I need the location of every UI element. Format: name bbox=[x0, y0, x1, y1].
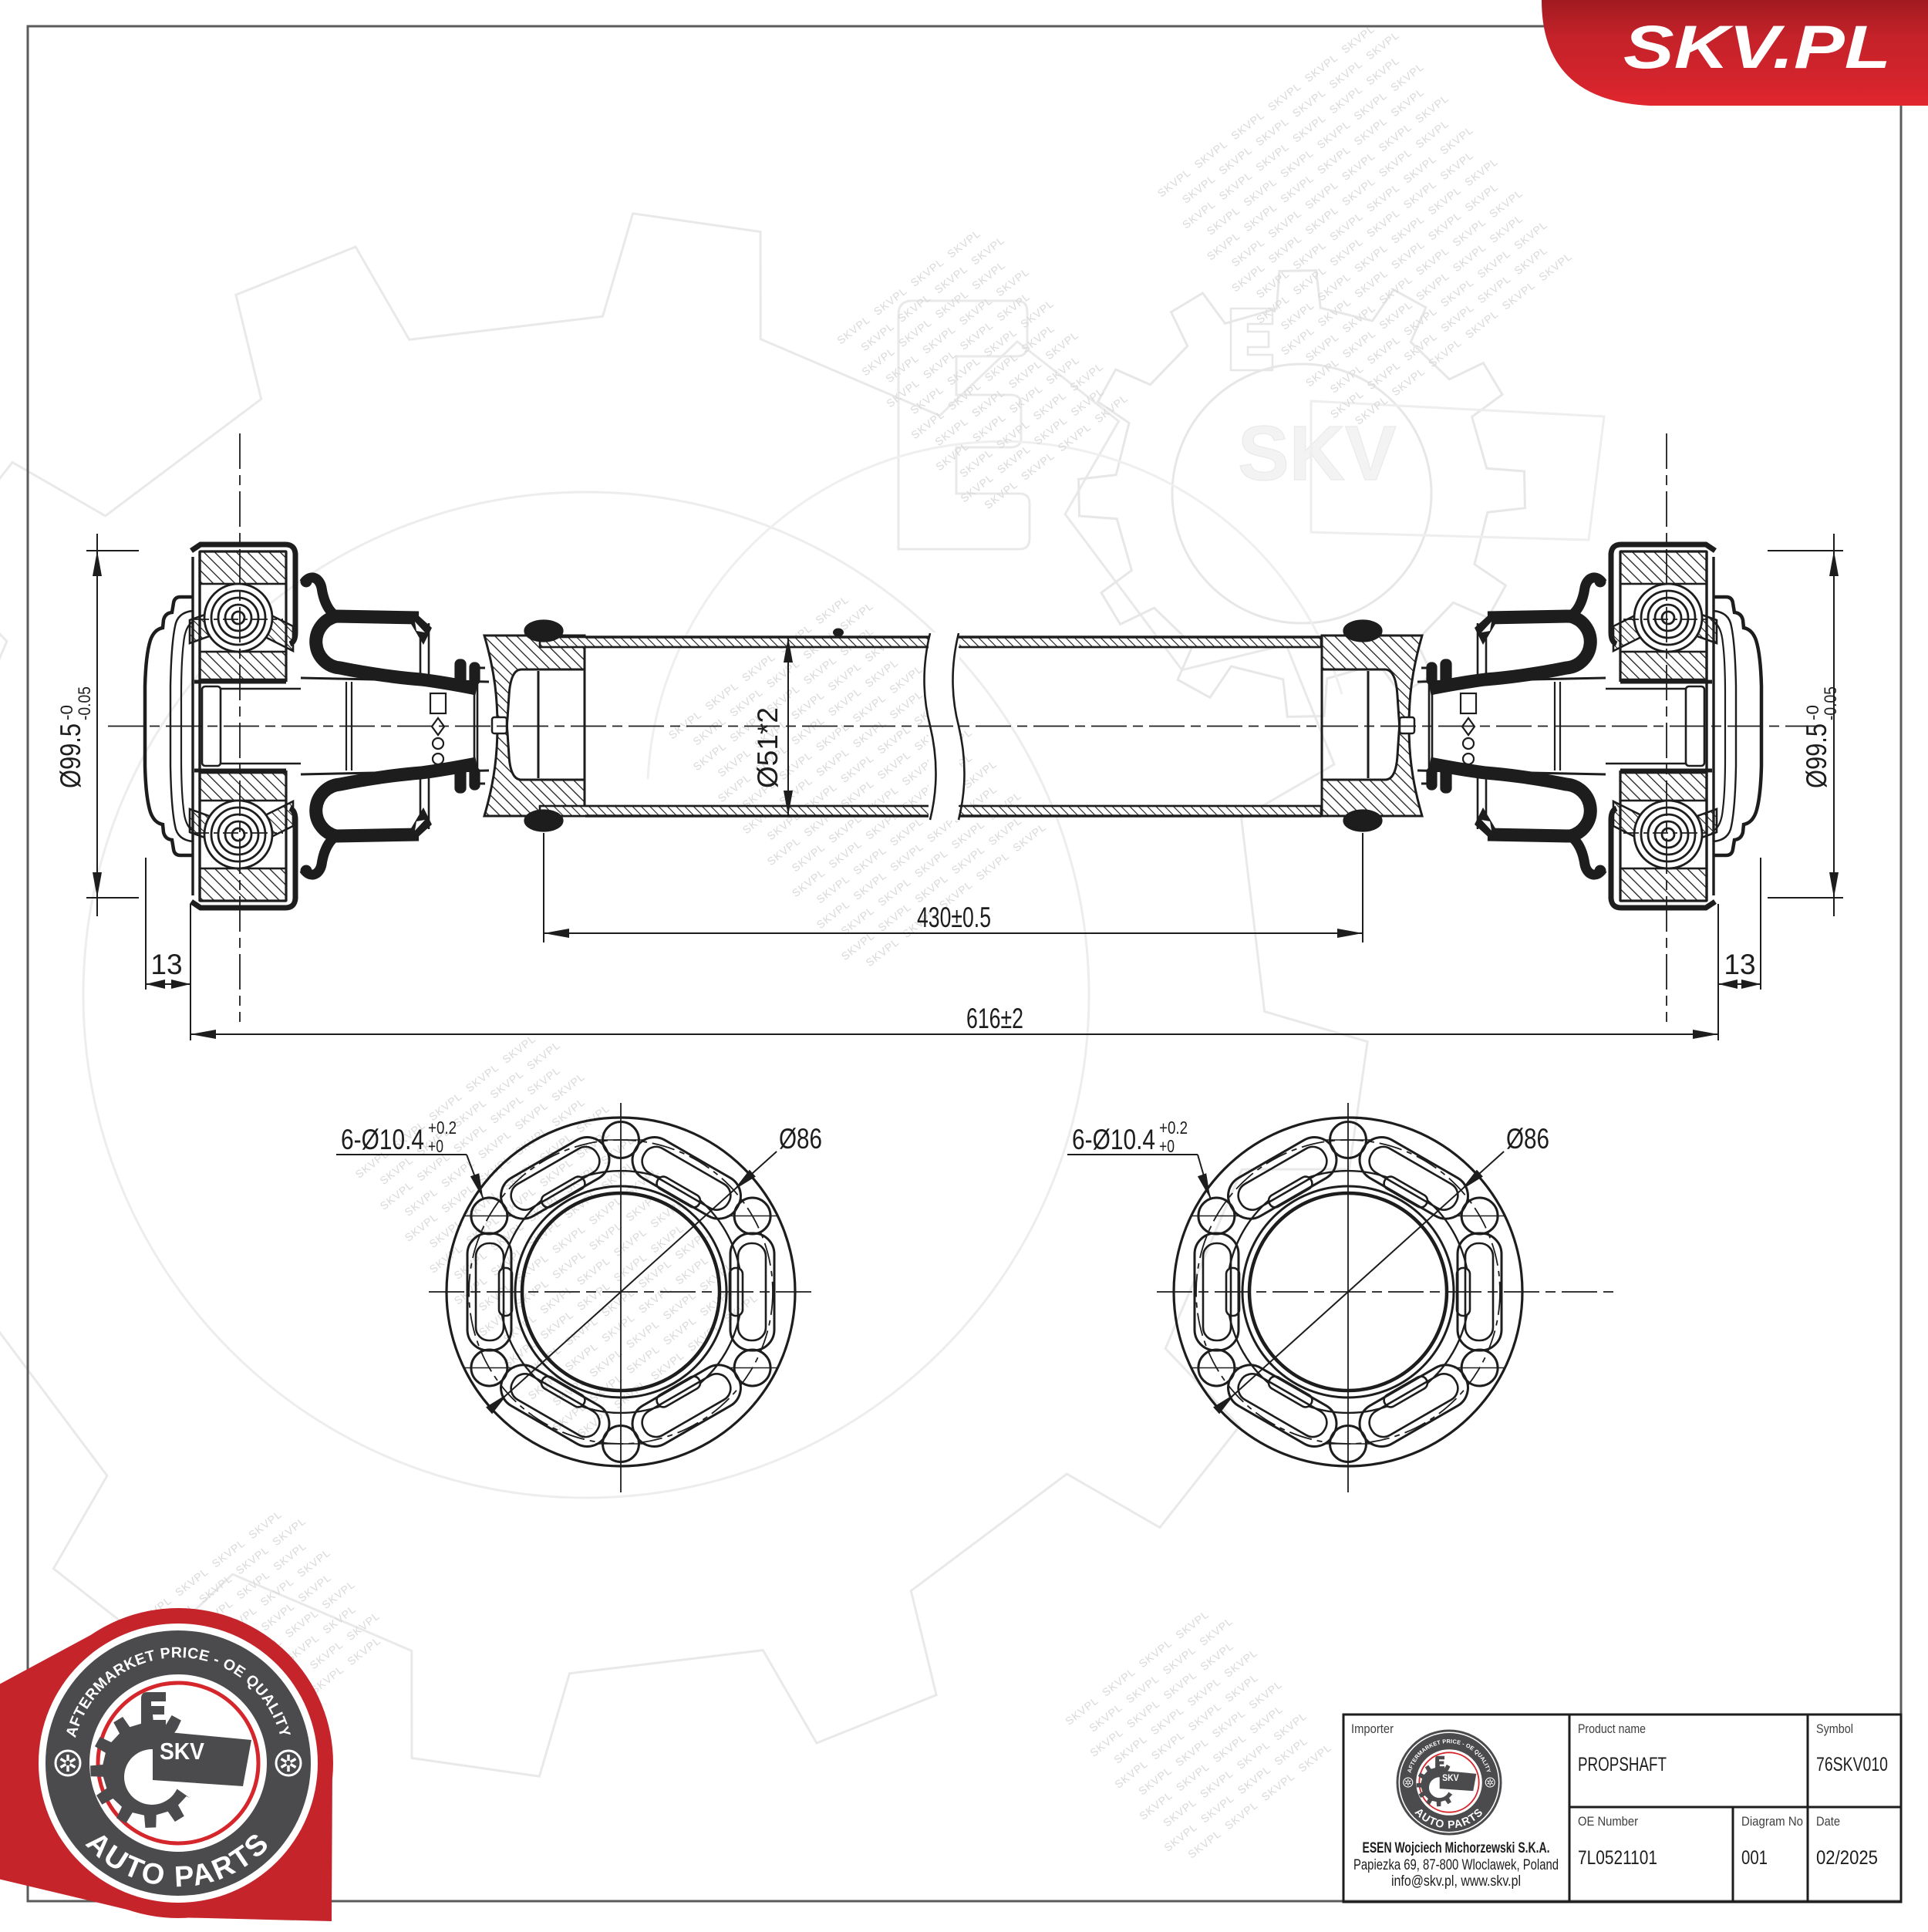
svg-text:-0: -0 bbox=[57, 705, 76, 720]
svg-text:7L0521101: 7L0521101 bbox=[1578, 1847, 1657, 1869]
svg-text:Product name: Product name bbox=[1578, 1721, 1646, 1736]
svg-text:Importer: Importer bbox=[1351, 1721, 1394, 1736]
svg-text:Ø51*2: Ø51*2 bbox=[752, 707, 784, 788]
svg-text:616±2: 616±2 bbox=[966, 1003, 1023, 1034]
svg-text:13: 13 bbox=[1724, 949, 1755, 980]
svg-text:430±0.5: 430±0.5 bbox=[917, 902, 991, 933]
svg-text:Ø99.5: Ø99.5 bbox=[1801, 723, 1832, 788]
svg-text:OE Number: OE Number bbox=[1578, 1814, 1638, 1829]
svg-text:Ø86: Ø86 bbox=[779, 1123, 822, 1155]
svg-text:001: 001 bbox=[1741, 1847, 1768, 1869]
svg-text:6-Ø10.4: 6-Ø10.4 bbox=[341, 1124, 424, 1155]
svg-text:Papiezka 69, 87-800 Wloclawek,: Papiezka 69, 87-800 Wloclawek, Poland bbox=[1353, 1857, 1559, 1873]
svg-text:+0.2: +0.2 bbox=[1159, 1118, 1188, 1138]
svg-text:SKV: SKV bbox=[1238, 410, 1397, 497]
svg-text:+0: +0 bbox=[428, 1136, 443, 1156]
svg-text:Ø99.5: Ø99.5 bbox=[55, 723, 86, 788]
svg-text:Diagram No: Diagram No bbox=[1741, 1814, 1803, 1829]
svg-text:76SKV010: 76SKV010 bbox=[1816, 1754, 1888, 1775]
svg-text:+0: +0 bbox=[1159, 1136, 1175, 1156]
svg-text:SKV.PL: SKV.PL bbox=[1623, 12, 1891, 81]
svg-text:info@skv.pl, www.skv.pl: info@skv.pl, www.skv.pl bbox=[1391, 1873, 1521, 1890]
svg-text:+0.2: +0.2 bbox=[428, 1118, 457, 1138]
svg-text:Date: Date bbox=[1816, 1814, 1840, 1829]
svg-text:-0.05: -0.05 bbox=[75, 686, 94, 720]
svg-text:Symbol: Symbol bbox=[1816, 1721, 1853, 1736]
svg-text:6-Ø10.4: 6-Ø10.4 bbox=[1072, 1124, 1155, 1155]
svg-text:ESEN Wojciech Michorzewski S.K: ESEN Wojciech Michorzewski S.K.A. bbox=[1363, 1840, 1550, 1856]
svg-text:Ø86: Ø86 bbox=[1506, 1123, 1549, 1155]
svg-text:PROPSHAFT: PROPSHAFT bbox=[1578, 1754, 1667, 1775]
svg-text:-0: -0 bbox=[1803, 705, 1822, 720]
svg-text:02/2025: 02/2025 bbox=[1816, 1847, 1878, 1869]
svg-text:-0.05: -0.05 bbox=[1821, 686, 1840, 720]
svg-text:13: 13 bbox=[150, 949, 182, 980]
